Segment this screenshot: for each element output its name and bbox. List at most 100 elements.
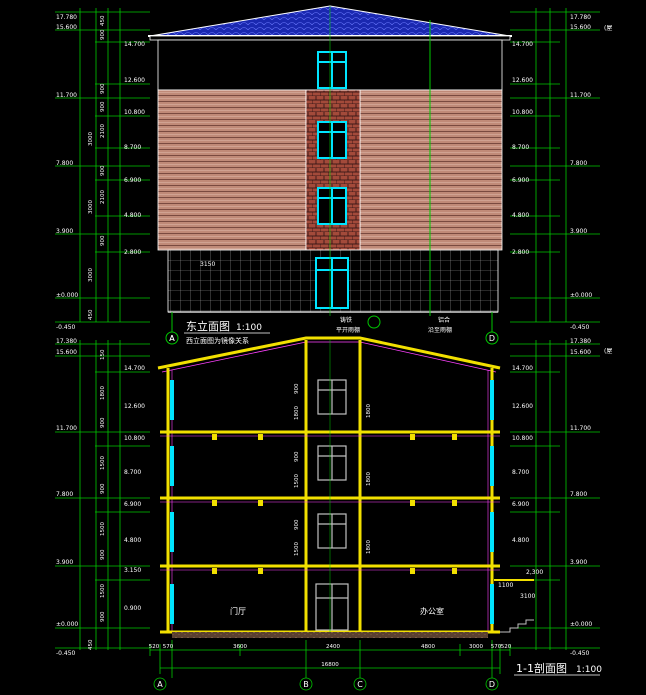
svg-text:15.600: 15.600 — [570, 349, 591, 356]
svg-text:3.150: 3.150 — [124, 567, 141, 574]
svg-text:3000: 3000 — [88, 200, 94, 214]
svg-text:2.800: 2.800 — [124, 249, 141, 256]
svg-text:520: 520 — [149, 644, 160, 650]
svg-text:900: 900 — [294, 519, 300, 530]
elevation-axis-d: D — [489, 334, 495, 343]
svg-text:900: 900 — [100, 483, 106, 494]
svg-text:B: B — [303, 680, 309, 689]
elevation-axis-a: A — [169, 334, 175, 343]
svg-text:6.900: 6.900 — [512, 501, 529, 508]
svg-text:17.380: 17.380 — [56, 338, 77, 345]
svg-text:±0.000: ±0.000 — [56, 292, 78, 299]
east-elevation — [148, 5, 512, 329]
svg-text:±0.000: ±0.000 — [56, 621, 78, 628]
elevation-level-labels-right: 17.780 15.600 11.700 7.800 3.900 ±0.000 … — [570, 14, 592, 331]
svg-text:900: 900 — [100, 101, 106, 112]
svg-text:3000: 3000 — [88, 132, 94, 146]
svg-text:4.800: 4.800 — [124, 212, 141, 219]
section-bottom-dims: 520 570 3600 2400 4800 3000 570 520 1680… — [149, 644, 512, 668]
svg-text:7.800: 7.800 — [56, 491, 73, 498]
svg-text:900: 900 — [100, 417, 106, 428]
section-windows — [315, 379, 349, 631]
elevation-left-dimension-strip — [55, 8, 150, 323]
svg-text:2.800: 2.800 — [512, 249, 529, 256]
svg-text:900: 900 — [100, 83, 106, 94]
svg-text:±0.000: ±0.000 — [570, 292, 592, 299]
svg-text:450: 450 — [88, 639, 94, 650]
room-label-lobby: 门厅 — [230, 606, 246, 616]
section-level-note: (屋 — [604, 348, 612, 355]
brick-facade-right — [359, 89, 503, 251]
svg-text:2100: 2100 — [100, 124, 106, 138]
svg-text:12.600: 12.600 — [124, 77, 145, 84]
section-vertical-dims: 450 900 1500 900 1500 900 1500 900 1800 … — [88, 349, 106, 650]
elevation-level-labels-right-inner: 14.700 12.600 10.800 8.700 6.900 4.800 2… — [512, 41, 533, 256]
svg-text:17.780: 17.780 — [570, 14, 591, 21]
svg-text:17.780: 17.780 — [56, 14, 77, 21]
section-axis-labels: A B C D — [157, 680, 495, 689]
svg-text:6.900: 6.900 — [512, 177, 529, 184]
brick-facade-left — [157, 89, 307, 251]
section-level-labels-left: 17.380 15.600 11.700 7.800 3.900 ±0.000 … — [56, 338, 78, 657]
stair-tower-brick — [305, 89, 361, 251]
svg-text:3000: 3000 — [88, 268, 94, 282]
svg-text:14.700: 14.700 — [512, 365, 533, 372]
svg-text:16800: 16800 — [321, 662, 339, 668]
section-scale: 1:100 — [576, 665, 602, 675]
ground-soil — [172, 632, 488, 638]
svg-text:4.800: 4.800 — [512, 212, 529, 219]
svg-text:150: 150 — [100, 349, 106, 360]
svg-text:3000: 3000 — [469, 644, 483, 650]
svg-text:11.700: 11.700 — [56, 425, 77, 432]
section-axis-labels-top: A — [169, 334, 175, 343]
svg-text:C: C — [357, 680, 363, 689]
svg-text:4.800: 4.800 — [124, 537, 141, 544]
svg-text:12.600: 12.600 — [512, 403, 533, 410]
svg-text:450: 450 — [100, 15, 106, 26]
svg-text:1800: 1800 — [100, 386, 106, 400]
svg-text:6.900: 6.900 — [124, 501, 141, 508]
svg-text:12.600: 12.600 — [512, 77, 533, 84]
svg-text:10.800: 10.800 — [124, 435, 145, 442]
section-title: 1-1剖面图 — [516, 661, 567, 675]
gate-label-1: 铸铁 — [340, 316, 352, 324]
svg-text:900: 900 — [294, 451, 300, 462]
svg-text:1500: 1500 — [294, 542, 300, 556]
elevation-level-labels-left: 17.780 15.600 11.700 7.800 3.900 ±0.000 … — [56, 14, 78, 331]
section-level-labels-right: 17.380 15.600 11.700 7.800 3.900 ±0.000 … — [570, 338, 592, 657]
svg-text:10.800: 10.800 — [512, 109, 533, 116]
svg-text:±0.000: ±0.000 — [570, 621, 592, 628]
svg-text:8.700: 8.700 — [124, 469, 141, 476]
section-inner-dims: 900 1800 1800 900 1500 1800 900 1500 180… — [294, 383, 372, 556]
elevation-windows — [315, 51, 349, 309]
svg-text:2400: 2400 — [326, 644, 340, 650]
svg-text:1800: 1800 — [366, 540, 372, 554]
svg-text:3.900: 3.900 — [56, 228, 73, 235]
svg-text:12.600: 12.600 — [124, 403, 145, 410]
svg-text:A: A — [169, 334, 175, 343]
svg-text:14.700: 14.700 — [124, 365, 145, 372]
svg-text:1800: 1800 — [366, 404, 372, 418]
svg-text:6.900: 6.900 — [124, 177, 141, 184]
room-label-office: 办公室 — [420, 606, 444, 616]
elevation-vertical-dims: 450 3000 900 2100 900 3000 900 2100 900 … — [88, 15, 106, 320]
svg-text:8.700: 8.700 — [124, 144, 141, 151]
svg-text:7.800: 7.800 — [56, 160, 73, 167]
svg-text:10.800: 10.800 — [512, 435, 533, 442]
svg-text:17.380: 17.380 — [570, 338, 591, 345]
section-1-1 — [157, 336, 534, 638]
svg-text:900: 900 — [100, 165, 106, 176]
elevation-title: 东立面图 — [186, 319, 230, 333]
svg-text:1500: 1500 — [100, 584, 106, 598]
gate-label-4: 沿至雨棚 — [428, 326, 452, 334]
svg-text:0.900: 0.900 — [124, 605, 141, 612]
elevation-note: 西立面图为镜像关系 — [186, 336, 249, 345]
svg-text:15.600: 15.600 — [56, 349, 77, 356]
gate-label-2: 平开雨棚 — [336, 326, 360, 334]
svg-text:3.900: 3.900 — [56, 559, 73, 566]
gate-label-3: 铝合 — [438, 316, 450, 324]
svg-text:1500: 1500 — [100, 522, 106, 536]
section-level-labels-right-inner: 14.700 12.600 10.800 8.700 6.900 4.800 — [512, 365, 533, 544]
svg-text:15.600: 15.600 — [56, 24, 77, 31]
svg-text:1800: 1800 — [294, 406, 300, 420]
